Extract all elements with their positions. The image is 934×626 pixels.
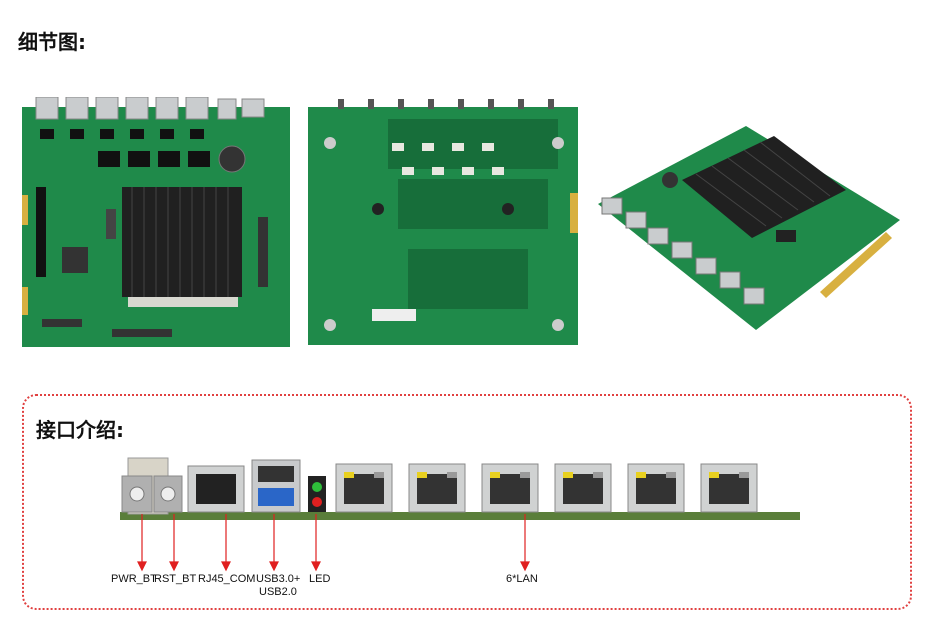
lan-ports <box>335 463 758 513</box>
rst-bt-label: RST_BT <box>154 573 197 585</box>
usb-stack-port <box>251 459 301 513</box>
lan-port <box>408 463 466 513</box>
reset-button <box>153 475 183 513</box>
led-indicators <box>308 476 326 512</box>
lan-port <box>627 463 685 513</box>
pwr-bt-label: PWR_BT <box>111 573 157 585</box>
details-heading: 细节图: <box>18 30 86 54</box>
usb-label-line2: USB2.0 <box>259 586 297 598</box>
lan-port <box>335 463 393 513</box>
rj45-com-label: RJ45_COM <box>198 573 256 585</box>
rj45-com-port <box>187 465 245 513</box>
lan-port <box>700 463 758 513</box>
usb-label-line1: USB3.0+ <box>256 573 301 585</box>
board-top-view-image <box>22 97 290 347</box>
board-angled-view-image <box>598 126 900 330</box>
lan-port <box>554 463 612 513</box>
board-bottom-view-image <box>308 99 578 345</box>
lan-port <box>481 463 539 513</box>
pcb-edge <box>120 512 800 520</box>
interface-panel <box>22 394 912 610</box>
led-label: LED <box>309 573 331 585</box>
lan-label: 6*LAN <box>506 573 538 585</box>
interface-heading: 接口介绍: <box>36 418 124 442</box>
